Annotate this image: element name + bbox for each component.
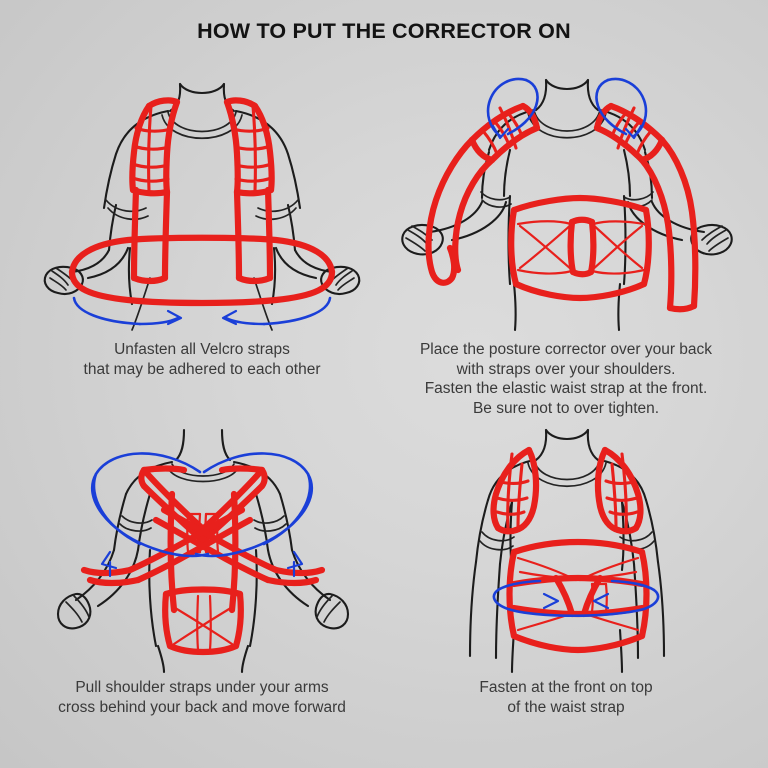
step-3-caption: Pull shoulder straps under your arms cro… [58,679,346,716]
step-panel-3: Pull shoulder straps under your arms cro… [22,424,382,717]
illustration-step-4 [468,428,666,674]
page-title: HOW TO PUT THE CORRECTOR ON [197,19,571,43]
step-4-caption: Fasten at the front on top of the waist … [479,679,653,716]
step-panel-4: Fasten at the front on top of the waist … [386,424,746,717]
illustration-step-3 [56,428,350,674]
step-2-caption: Place the posture corrector over your ba… [419,341,713,417]
step-panel-1: Unfasten all Velcro straps that may be a… [22,72,382,379]
illustration-step-2 [401,77,733,332]
step-panel-2: Place the posture corrector over your ba… [386,72,746,418]
illustration-step-1 [43,82,361,331]
step-1-caption: Unfasten all Velcro straps that may be a… [83,341,321,378]
